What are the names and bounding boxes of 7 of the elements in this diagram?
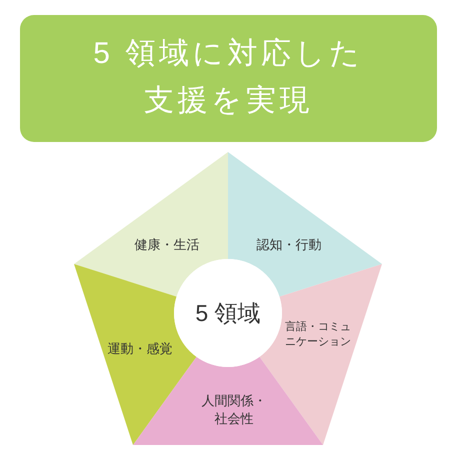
segment-label: 言語・コミュニケーション xyxy=(284,320,352,350)
segment-label: 人間関係・社会性 xyxy=(200,392,268,428)
segment-label: 健康・生活 xyxy=(134,236,200,254)
segment-label: 認知・行動 xyxy=(256,236,322,254)
center-label: 5 領域 xyxy=(195,302,261,324)
title: 5 領域に対応した支援を実現 xyxy=(92,36,365,119)
segment-label: 運動・感覚 xyxy=(108,340,172,358)
